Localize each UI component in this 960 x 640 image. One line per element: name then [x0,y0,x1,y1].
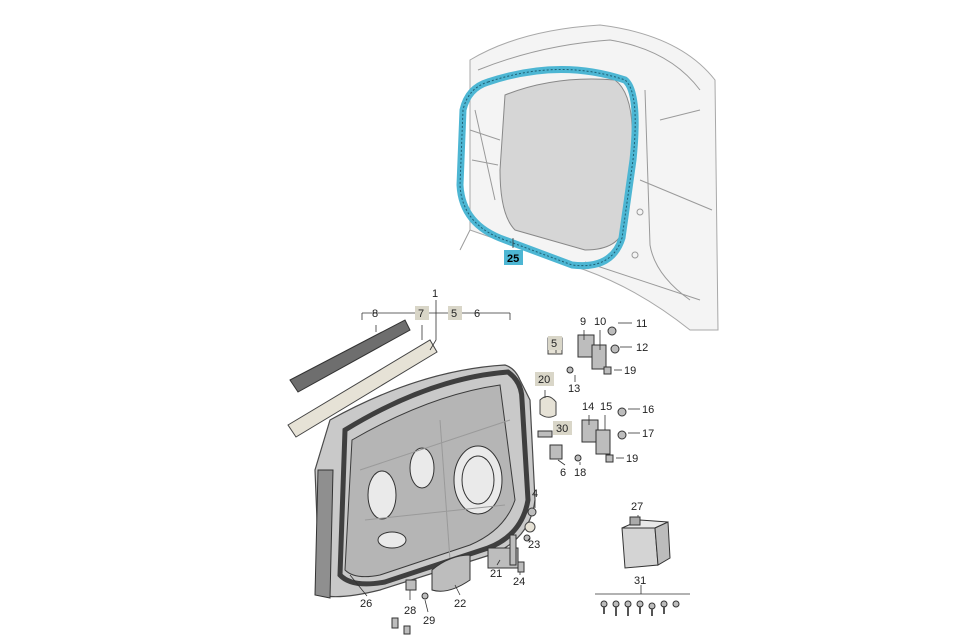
bolt-set [595,593,690,616]
tag-part-20 [535,372,554,386]
door-opening [499,78,633,251]
label-part-17: 17 [642,428,654,440]
label-part-9: 9 [580,316,586,328]
label-part-24: 24 [513,576,525,588]
tag-part-30 [553,421,572,435]
tag-part-25-highlight [504,250,523,265]
check-strap [539,396,557,418]
tag-part-5-hinge [548,336,562,350]
window-felt-strip [289,319,411,393]
label-part-30: 30 [556,423,568,435]
label-part-4: 4 [532,488,538,500]
lubricant-container [621,516,671,569]
label-part-31: 31 [634,575,646,587]
upper-hinge [547,326,620,375]
label-part-28: 28 [404,605,416,617]
label-part-14: 14 [582,401,594,413]
door-access-hole-left [367,470,397,520]
label-part-11: 11 [636,318,647,330]
label-part-19-lower: 19 [626,453,638,465]
tag-part-5-top [448,306,462,320]
door-access-hole-middle [409,447,435,489]
window-trim-strips [287,319,438,438]
pin [537,430,553,438]
label-part-5-hinge: 5 [551,338,557,350]
label-part-26: 26 [360,598,372,610]
label-part-23: 23 [528,539,540,551]
label-part-7: 7 [418,308,424,320]
window-shaft-trim [287,339,438,438]
label-part-18: 18 [574,467,586,479]
label-part-8: 8 [372,308,378,320]
label-part-6-top: 6 [474,308,480,320]
label-part-15: 15 [600,401,612,413]
label-part-21: 21 [490,568,502,580]
label-part-20: 20 [538,374,550,386]
label-part-1: 1 [432,288,438,300]
tag-part-7 [415,306,429,320]
door-handle-bracket [431,554,471,592]
label-part-13: 13 [568,383,580,395]
car-body-side-panel [459,24,719,331]
label-part-6-hinge: 6 [560,467,566,479]
label-part-19-upper: 19 [624,365,636,377]
label-part-25: 25 [507,253,519,265]
label-part-22: 22 [454,598,466,610]
part-labels: 1 7 8 5 6 25 5 9 10 11 12 13 19 20 30 14… [360,250,654,627]
label-part-5-top: 5 [451,308,457,320]
front-door-shell [314,364,536,599]
label-part-10: 10 [594,316,606,328]
door-seal [337,369,531,587]
lower-hinge [549,407,627,463]
label-part-12: 12 [636,342,648,354]
label-part-16: 16 [642,404,654,416]
label-part-27: 27 [631,501,643,513]
door-speaker-opening [453,445,503,515]
label-part-29: 29 [423,615,435,627]
